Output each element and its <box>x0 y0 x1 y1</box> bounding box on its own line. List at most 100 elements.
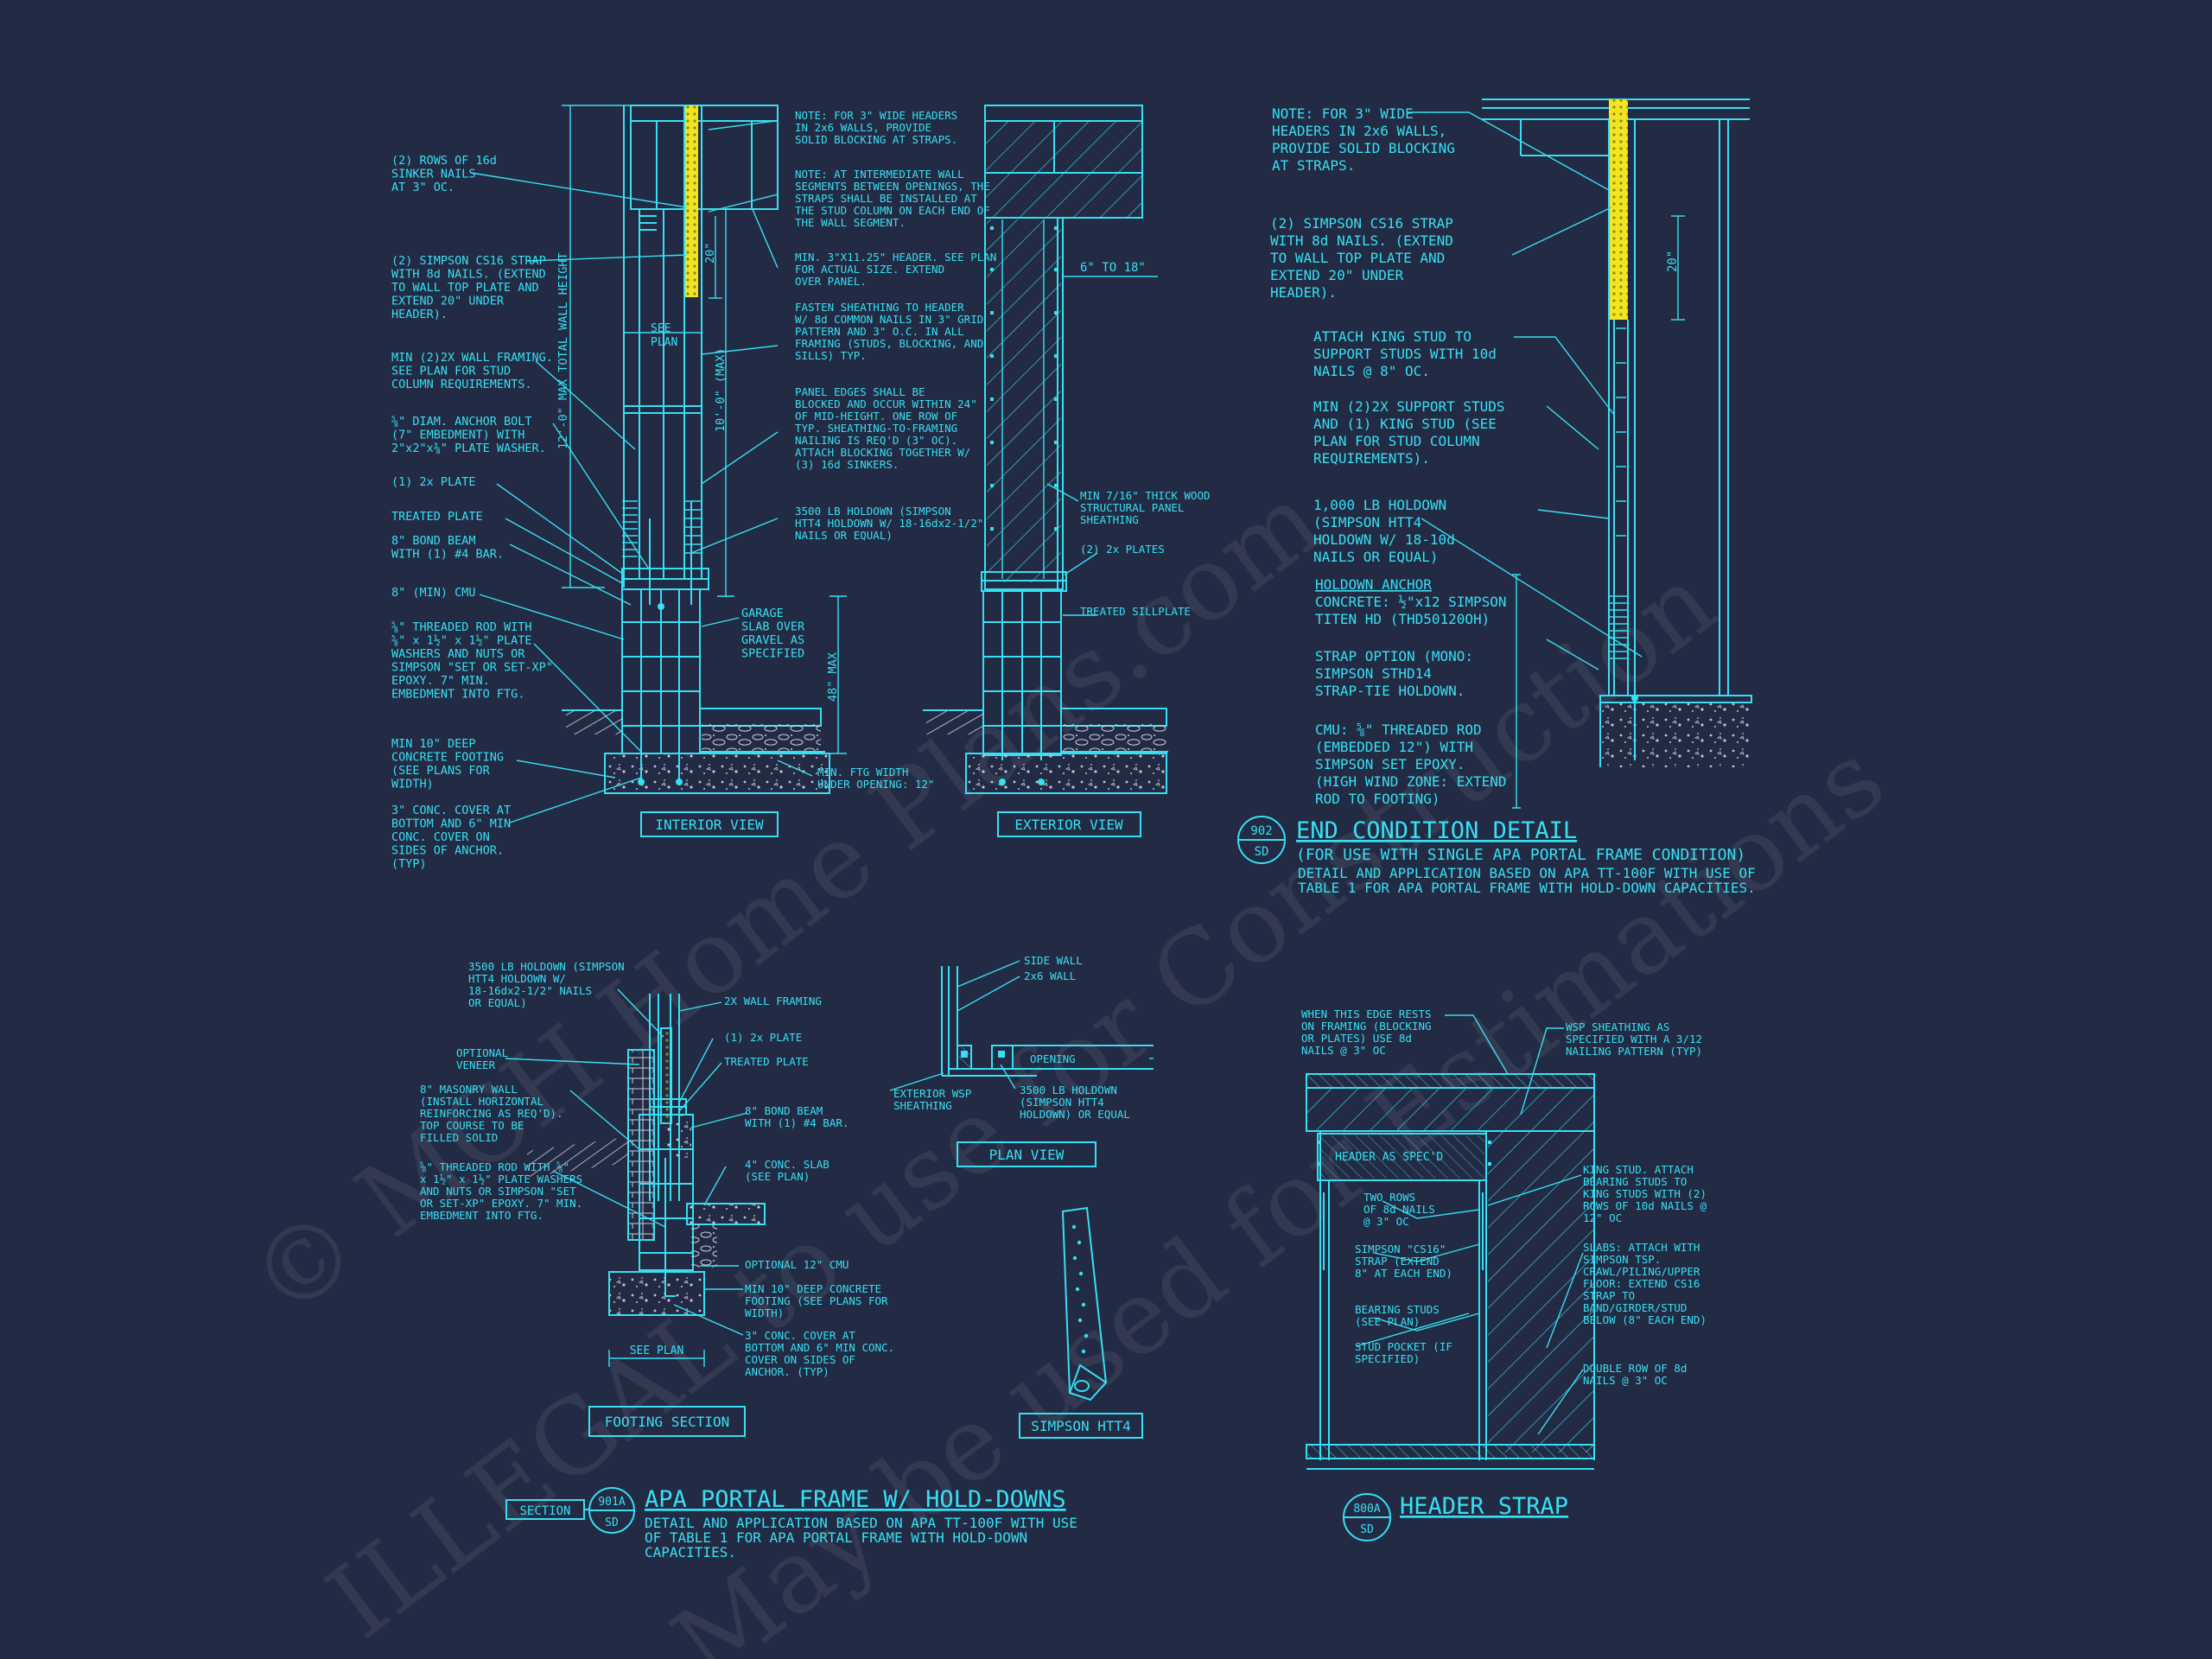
exterior-note-1-line-0: (2) 2x PLATES <box>1080 543 1165 556</box>
interior-right-note-2-line-2: OVER PANEL. <box>795 275 867 288</box>
interior-left-note-1-line-2: TO WALL TOP PLATE AND <box>391 281 539 295</box>
footing-left-note-0-line-1: HTT4 HOLDOWN W/ <box>468 972 566 985</box>
interior-right-note-3-line-3: FRAMING (STUDS, BLOCKING, AND <box>795 337 983 350</box>
interior-view-label: INTERIOR VIEW <box>655 817 764 833</box>
interior-right-note-0-line-1: IN 2x6 WALLS, PROVIDE <box>795 121 931 134</box>
header-strap-right-note-1-line-6: BELOW (8" EACH END) <box>1583 1313 1707 1326</box>
cmu-option-note-line-0: CMU: ⅝" THREADED ROD <box>1315 721 1482 738</box>
interior-right-note-0-line-2: SOLID BLOCKING AT STRAPS. <box>795 133 957 146</box>
header-strap-top-left-note-line-0: WHEN THIS EDGE RESTS <box>1301 1007 1432 1020</box>
interior-left-note-8-line-4: EPOXY. 7" MIN. <box>391 674 490 688</box>
interior-left-note-1-line-3: EXTEND 20" UNDER <box>391 295 505 308</box>
footing-left-note-0-line-3: OR EQUAL) <box>468 996 527 1009</box>
header-strap-bubble-sheet: SD <box>1360 1523 1374 1536</box>
interior-view-drawing <box>470 105 847 823</box>
end-condition-note-2-line-1: SUPPORT STUDS WITH 10d <box>1313 346 1497 362</box>
footing-left-note-3-line-2: AND NUTS OR SIMPSON "SET <box>420 1185 576 1198</box>
header-strap-inner-note-0-line-0: TWO ROWS <box>1363 1191 1415 1204</box>
simpson-htt4-drawing <box>1061 1206 1108 1402</box>
footing-section-label: FOOTING SECTION <box>605 1414 730 1430</box>
header-strap-inner-note-1-line-1: STRAP (EXTEND <box>1355 1255 1440 1268</box>
strap-option-note-line-0: STRAP OPTION (MONO: <box>1315 648 1473 664</box>
footing-right-note-4-line-1: (SEE PLAN) <box>745 1170 810 1183</box>
interior-left-note-10-line-4: (TYP) <box>391 857 427 871</box>
footing-right-note-3-line-0: 8" BOND BEAM <box>745 1104 823 1117</box>
header-strap-top-left-note-line-3: NAILS @ 3" OC <box>1301 1044 1386 1057</box>
interior-left-note-1-line-0: (2) SIMPSON CS16 STRAP <box>391 254 546 268</box>
end-condition-note-0-line-0: NOTE: FOR 3" WIDE <box>1272 105 1414 122</box>
ftg-width-note-line-1: UNDER OPENING: 12" <box>817 778 934 791</box>
header-strap-top-right-note-line-2: NAILING PATTERN (TYP) <box>1566 1045 1702 1058</box>
section-tag: SECTION <box>519 1504 570 1518</box>
end-condition-note-4-line-0: 1,000 LB HOLDOWN <box>1313 497 1446 513</box>
footing-left-note-1-line-1: VENEER <box>456 1058 496 1071</box>
interior-left-note-3-line-2: 2"x2"x⅜" PLATE WASHER. <box>391 442 546 455</box>
footing-section-drawing <box>505 988 766 1367</box>
header-strap-right-note-0-line-0: KING STUD. ATTACH <box>1583 1163 1694 1176</box>
cmu-option-note-line-1: (EMBEDDED 12") WITH <box>1315 739 1473 755</box>
footing-right-note-6-line-1: FOOTING (SEE PLANS FOR <box>745 1294 888 1307</box>
end-condition-desc-line-1: TABLE 1 FOR APA PORTAL FRAME WITH HOLD-D… <box>1298 880 1756 896</box>
footing-left-note-3-line-1: x 1½" x 1½" PLATE WASHERS <box>420 1173 582 1185</box>
header-as-specd-label: HEADER AS SPEC'D <box>1335 1151 1443 1164</box>
header-strap-inner-note-0-line-1: OF 8d NAILS <box>1363 1203 1435 1216</box>
exterior-view-label: EXTERIOR VIEW <box>1014 817 1123 833</box>
interior-right-note-5-line-1: HTT4 HOLDOWN W/ 18-16dx2-1/2" <box>795 517 983 530</box>
exterior-note-0-line-2: SHEATHING <box>1080 513 1139 526</box>
footing-right-note-1-line-0: (1) 2x PLATE <box>724 1031 802 1044</box>
interior-right-note-2-line-0: MIN. 3"X11.25" HEADER. SEE PLAN <box>795 251 996 264</box>
plan-view-note-3-line-1: SHEATHING <box>893 1099 952 1112</box>
interior-right-note-4-line-2: OF MID-HEIGHT. ONE ROW OF <box>795 410 957 423</box>
footing-left-note-2-line-3: TOP COURSE TO BE <box>420 1119 524 1132</box>
label-boxes <box>505 811 1391 1541</box>
interior-left-note-0-line-1: SINKER NAILS <box>391 168 476 181</box>
cmu-option-note-line-2: SIMPSON SET EPOXY. <box>1315 756 1465 772</box>
interior-left-note-10-line-1: BOTTOM AND 6" MIN <box>391 817 511 831</box>
interior-right-note-4-line-5: ATTACH BLOCKING TOGETHER W/ <box>795 446 970 459</box>
section-bubble-sheet: SD <box>605 1516 619 1529</box>
footing-right-note-7-line-3: ANCHOR. (TYP) <box>745 1365 830 1378</box>
end-condition-note-1-line-1: WITH 8d NAILS. (EXTEND <box>1270 232 1453 249</box>
plan-view-note-4-line-1: (SIMPSON HTT4 <box>1020 1096 1104 1109</box>
ftg-width-note-line-0: MIN. FTG WIDTH <box>817 766 908 779</box>
interior-left-note-1-line-4: HEADER). <box>391 308 448 321</box>
dim-total-wall-height: 12'-0" MAX TOTAL WALL HEIGHT <box>556 252 570 449</box>
footing-right-note-5-line-0: OPTIONAL 12" CMU <box>745 1258 849 1271</box>
interior-left-note-8-line-2: WASHERS AND NUTS OR <box>391 647 525 661</box>
plan-view-note-3-line-0: EXTERIOR WSP <box>893 1087 971 1100</box>
end-condition-note-0-line-3: AT STRAPS. <box>1272 157 1355 174</box>
end-condition-note-4-line-3: NAILS OR EQUAL) <box>1313 549 1439 565</box>
end-condition-subtitle: (FOR USE WITH SINGLE APA PORTAL FRAME CO… <box>1296 846 1745 864</box>
header-strap-right-note-1-line-4: STRAP TO <box>1583 1289 1635 1302</box>
interior-left-note-1-line-1: WITH 8d NAILS. (EXTEND <box>391 268 546 282</box>
header-strap-title: HEADER STRAP <box>1400 1493 1568 1520</box>
header-strap-right-note-2-line-0: DOUBLE ROW OF 8d <box>1583 1362 1687 1375</box>
footing-right-note-2-line-0: TREATED PLATE <box>724 1055 809 1068</box>
footing-right-note-4-line-0: 4" CONC. SLAB <box>745 1158 830 1171</box>
header-strap-inner-note-0-line-2: @ 3" OC <box>1363 1215 1409 1228</box>
interior-right-note-1-line-3: THE STUD COLUMN ON EACH END OF <box>795 204 990 217</box>
footing-left-note-3-line-4: EMBEDMENT INTO FTG. <box>420 1209 543 1222</box>
header-strap-inner-note-2-line-1: (SEE PLAN) <box>1355 1315 1420 1328</box>
interior-left-note-9-line-0: MIN 10" DEEP <box>391 737 476 751</box>
interior-left-note-9-line-3: WIDTH) <box>391 778 434 791</box>
cmu-option-note-line-3: (HIGH WIND ZONE: EXTEND <box>1315 773 1507 790</box>
header-strap-right-note-2-line-1: NAILS @ 3" OC <box>1583 1374 1668 1387</box>
end-condition-note-4-line-1: (SIMPSON HTT4 <box>1313 514 1421 531</box>
interior-right-note-1-line-1: SEGMENTS BETWEEN OPENINGS, THE <box>795 180 990 193</box>
header-strap-inner-note-1-line-0: SIMPSON "CS16" <box>1355 1243 1446 1255</box>
interior-left-note-10-line-2: CONC. COVER ON <box>391 830 490 844</box>
end-condition-drawing <box>1408 99 1752 809</box>
footing-left-note-3-line-3: OR SET-XP" EPOXY. 7" MIN. <box>420 1197 582 1210</box>
interior-right-note-3-line-2: PATTERN AND 3" O.C. IN ALL <box>795 325 964 338</box>
header-strap-top-right-note-line-1: SPECIFIED WITH A 3/12 <box>1566 1033 1702 1046</box>
footing-right-note-6-line-2: WIDTH) <box>745 1306 784 1319</box>
footing-right-note-7-line-1: BOTTOM AND 6" MIN CONC. <box>745 1341 894 1354</box>
plan-view-note-4-line-2: HOLDOWN) OR EQUAL <box>1020 1108 1130 1121</box>
plan-view-note-2-line-0: OPENING <box>1030 1052 1076 1065</box>
header-strap-top-left-note-line-1: ON FRAMING (BLOCKING <box>1301 1020 1432 1033</box>
interior-left-note-8-line-3: SIMPSON "SET OR SET-XP" <box>391 661 553 675</box>
